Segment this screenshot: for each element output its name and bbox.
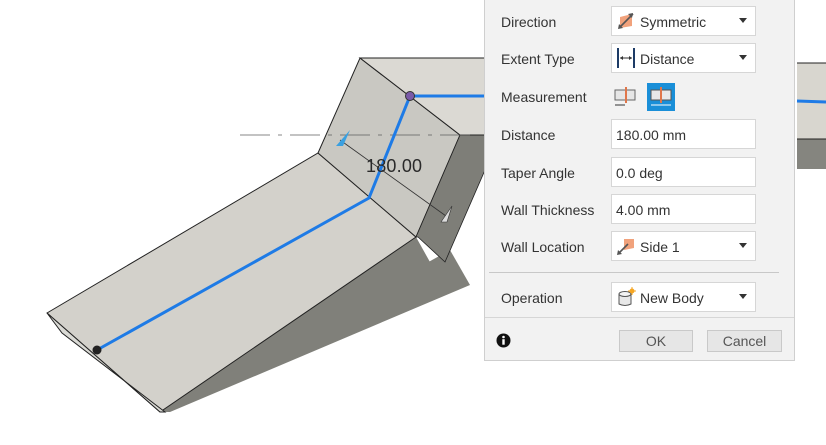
- operation-label: Operation: [501, 290, 563, 306]
- wall-thickness-input[interactable]: 4.00 mm: [611, 194, 756, 224]
- dimension-value-label[interactable]: 180.00: [366, 156, 423, 176]
- distance-row: Distance 180.00 mm: [485, 119, 794, 151]
- operation-value: New Body: [640, 290, 704, 306]
- footer-divider: [485, 317, 794, 318]
- wall-thickness-row: Wall Thickness 4.00 mm: [485, 194, 794, 226]
- taper-angle-input[interactable]: 0.0 deg: [611, 157, 756, 187]
- wall-thickness-label: Wall Thickness: [501, 202, 595, 218]
- chevron-down-icon: [739, 18, 747, 23]
- taper-angle-label: Taper Angle: [501, 165, 575, 181]
- operation-row: Operation New Body: [485, 282, 794, 314]
- wall-location-value: Side 1: [640, 239, 680, 255]
- wall-location-row: Wall Location Side 1: [485, 231, 794, 263]
- half-length-icon: [614, 87, 636, 106]
- extent-type-dropdown[interactable]: Distance: [611, 43, 756, 73]
- symmetric-direction-icon: [618, 13, 634, 29]
- distance-value: 180.00 mm: [616, 127, 687, 143]
- chevron-down-icon: [739, 55, 747, 60]
- info-icon[interactable]: [496, 333, 511, 348]
- whole-length-icon: [650, 87, 672, 106]
- distance-extent-icon: [617, 48, 635, 68]
- distance-input[interactable]: 180.00 mm: [611, 119, 756, 149]
- wall-location-dropdown[interactable]: Side 1: [611, 231, 756, 261]
- operation-dropdown[interactable]: New Body: [611, 282, 756, 312]
- wall-thickness-value: 4.00 mm: [616, 202, 671, 218]
- dimension-line: [339, 139, 447, 217]
- sketch-path: [96, 94, 485, 352]
- dimension-arrow-handle-end: [440, 205, 453, 223]
- direction-dropdown[interactable]: Symmetric: [611, 6, 756, 36]
- measurement-row: Measurement: [485, 81, 794, 113]
- half-length-measurement-button[interactable]: [611, 83, 639, 111]
- section-divider: [489, 272, 779, 273]
- new-body-icon: [618, 287, 636, 306]
- side-one-icon: [617, 239, 634, 255]
- distance-label: Distance: [501, 127, 556, 143]
- taper-angle-value: 0.0 deg: [616, 165, 663, 181]
- direction-label: Direction: [501, 14, 557, 30]
- measurement-label: Measurement: [501, 89, 587, 105]
- ok-button[interactable]: OK: [619, 330, 693, 352]
- chevron-down-icon: [739, 294, 747, 299]
- extent-type-row: Extent Type Distance: [485, 43, 794, 75]
- cancel-button[interactable]: Cancel: [707, 330, 782, 352]
- direction-row: Direction Symmetric: [485, 6, 794, 38]
- taper-angle-row: Taper Angle 0.0 deg: [485, 157, 794, 189]
- direction-value: Symmetric: [640, 14, 707, 30]
- chevron-down-icon: [739, 243, 747, 248]
- path-vertex-point: [405, 91, 415, 101]
- wall-location-label: Wall Location: [501, 239, 585, 255]
- extent-type-value: Distance: [640, 51, 695, 67]
- whole-length-measurement-button[interactable]: [647, 83, 675, 111]
- dimension-arrow-handle-start: [336, 130, 350, 146]
- extent-type-label: Extent Type: [501, 51, 575, 67]
- extrude-dialog: Direction Symmetric Extent Type Distance: [484, 0, 795, 361]
- path-start-point: [92, 345, 102, 355]
- body-end-face: [46, 312, 167, 413]
